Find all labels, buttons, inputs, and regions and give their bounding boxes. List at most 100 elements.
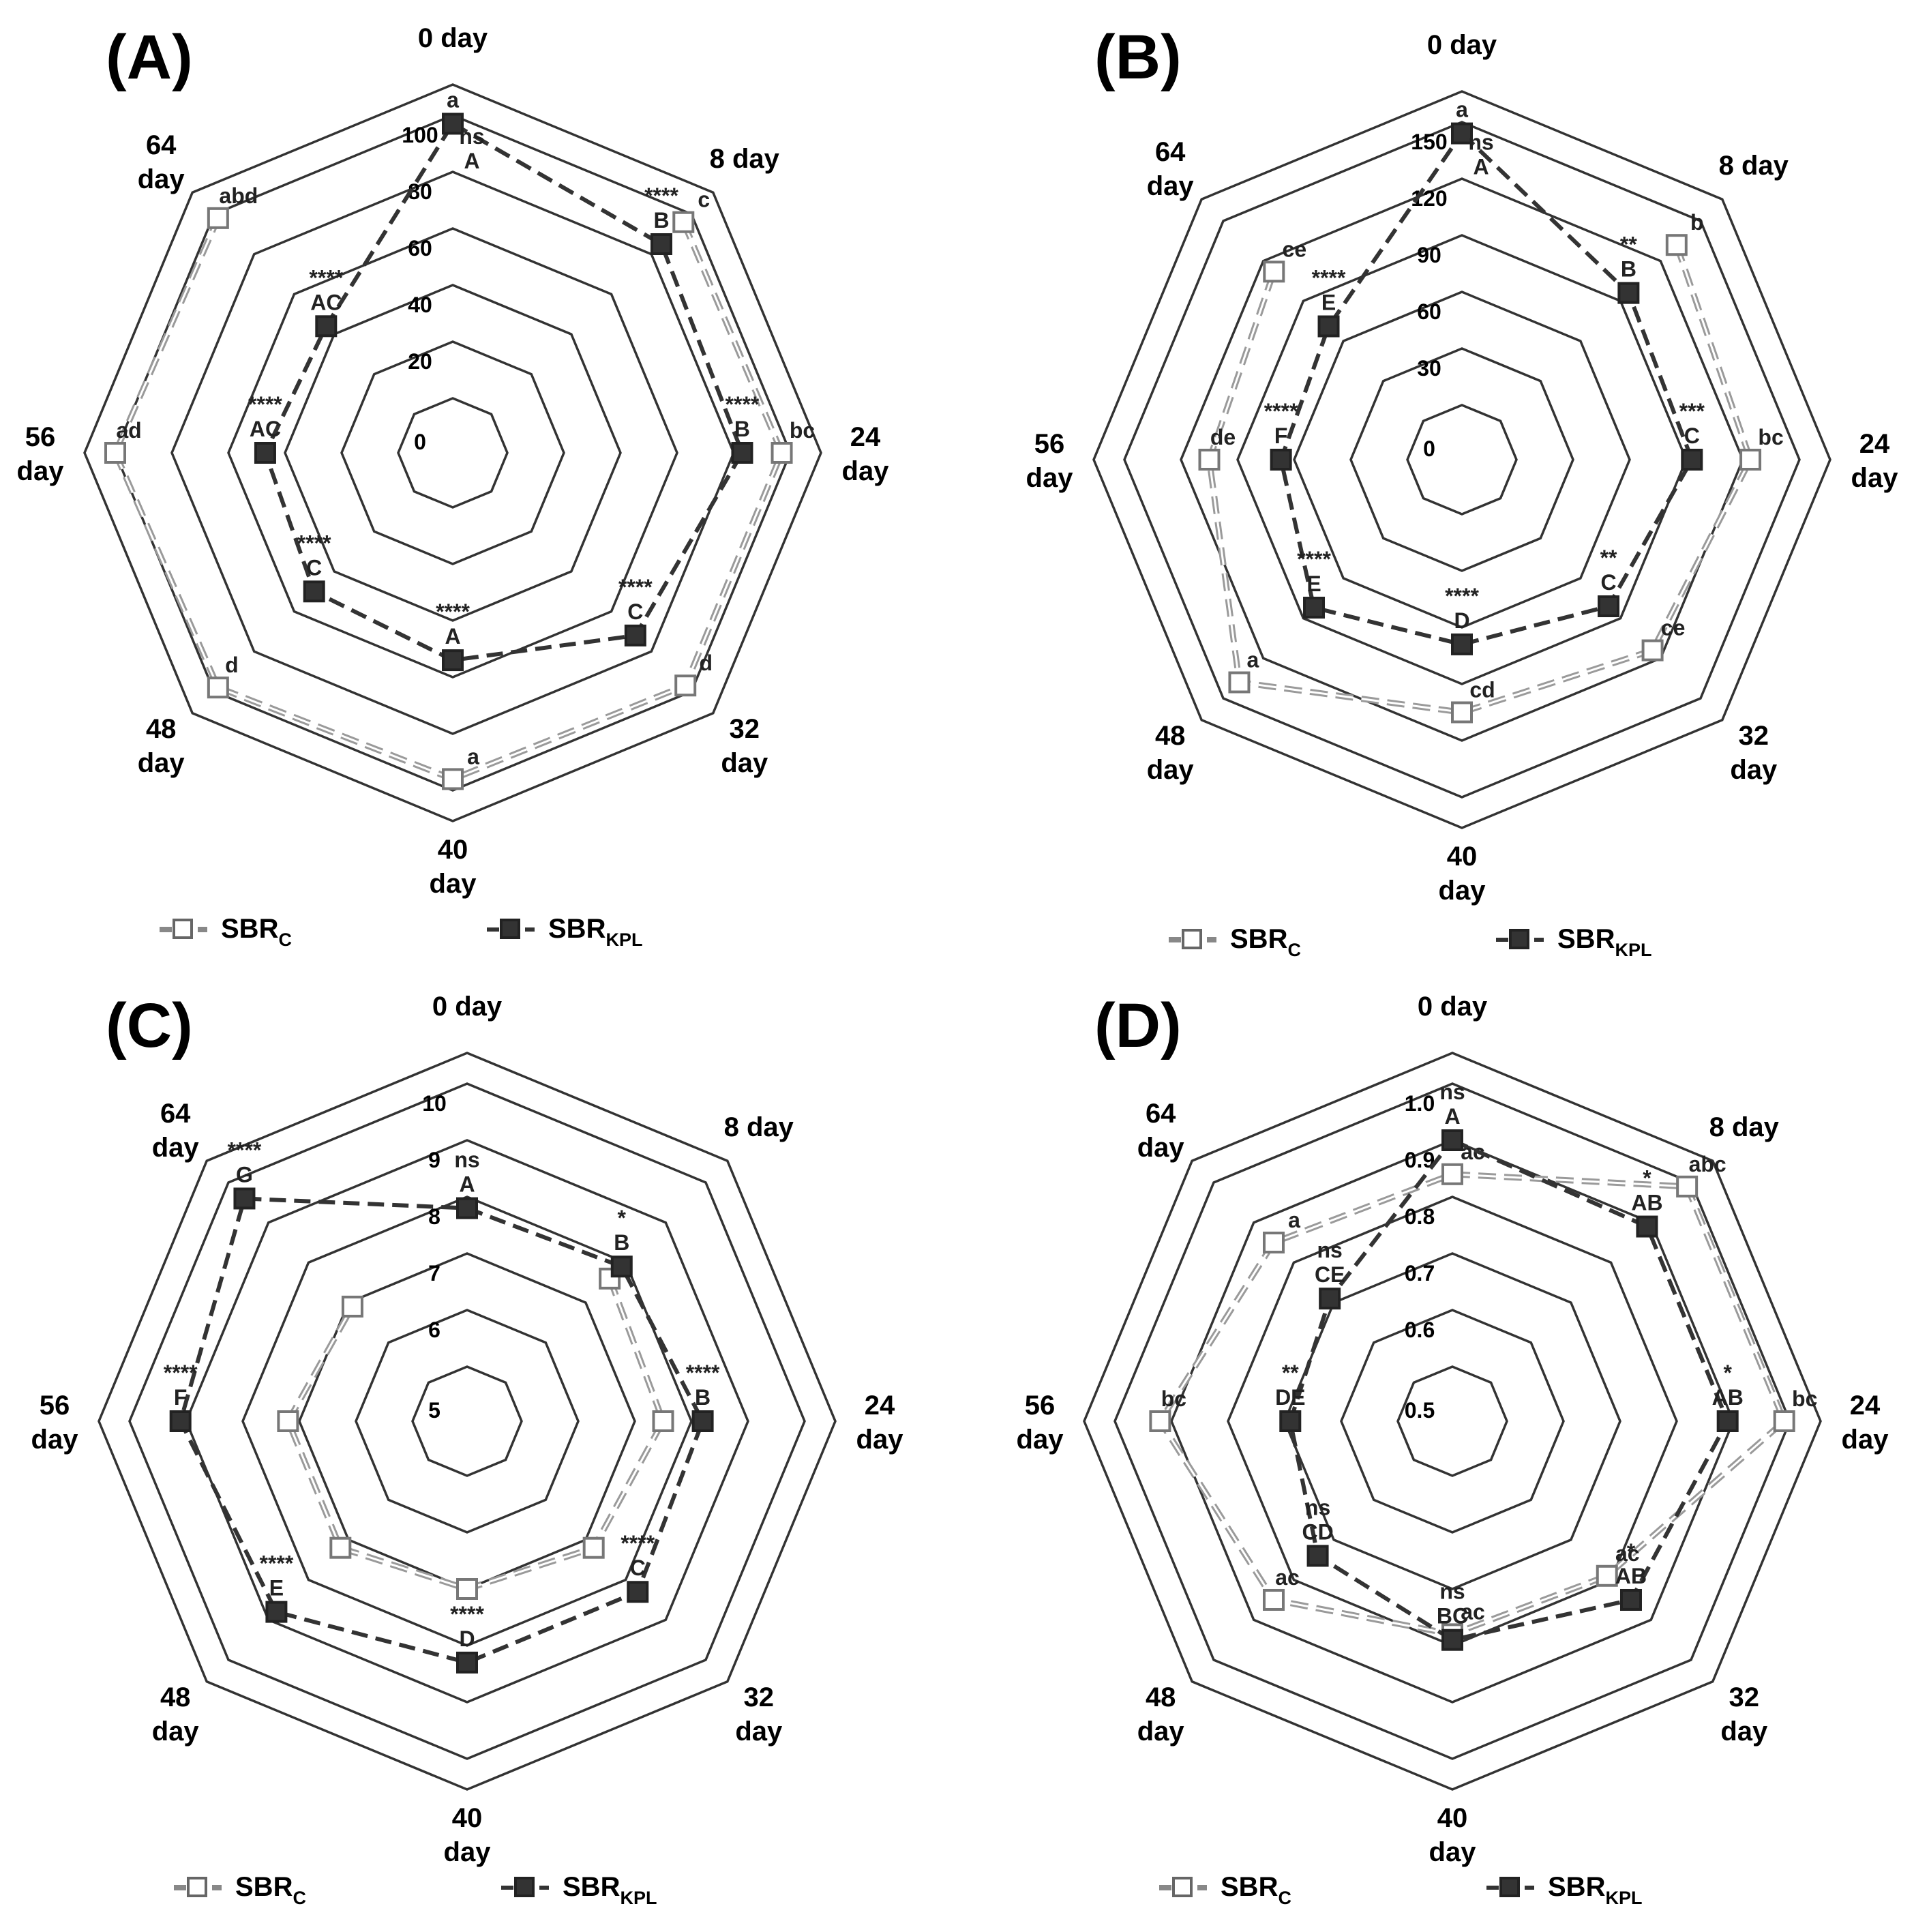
- label-sbr-kpl: ****C: [620, 1531, 655, 1580]
- tick-label: 150: [1411, 130, 1447, 154]
- tick-label: 0.8: [1405, 1204, 1435, 1229]
- legend-swatch-marker: [1499, 1877, 1520, 1897]
- marker-sbr-kpl: [1716, 1410, 1739, 1432]
- label-sbr-kpl: a: [447, 87, 459, 112]
- marker-sbr-kpl: [691, 1410, 714, 1432]
- marker-sbr-kpl: [731, 442, 753, 464]
- tick-label: 0.7: [1405, 1261, 1435, 1285]
- grid-ring: [1113, 1082, 1791, 1760]
- grid-ring: [1236, 234, 1688, 685]
- label-sbr-c: bc: [1792, 1386, 1817, 1411]
- marker-sbr-c: [674, 674, 697, 697]
- label-sbr-c: a: [1247, 648, 1259, 672]
- tick-label: 0.6: [1405, 1318, 1435, 1342]
- marker-sbr-c: [341, 1295, 363, 1318]
- series-line-sbr-c-inner: [1158, 1173, 1786, 1635]
- legend-label: SBRKPL: [563, 1872, 657, 1908]
- outer-frame: [1083, 1052, 1822, 1791]
- legend-swatch-marker: [173, 919, 193, 939]
- day-label: 0 day: [1427, 30, 1497, 60]
- label-sbr-kpl: *AB: [1712, 1361, 1744, 1410]
- marker-sbr-kpl: [1619, 1588, 1642, 1611]
- marker-sbr-c: [1739, 449, 1762, 471]
- label-sbr-kpl: *B: [614, 1206, 629, 1255]
- marker-sbr-c: [277, 1410, 299, 1432]
- marker-sbr-kpl: [1681, 449, 1703, 471]
- outer-frame: [98, 1052, 837, 1791]
- tick-label: 8: [428, 1204, 440, 1229]
- label-sbr-kpl: ****B: [644, 183, 678, 233]
- tick-label: 9: [428, 1148, 440, 1172]
- label-sbr-c: c: [698, 188, 710, 212]
- marker-sbr-c: [1676, 1175, 1699, 1198]
- label-sbr-c: cd: [1469, 678, 1495, 702]
- marker-sbr-c: [207, 207, 229, 229]
- legend-swatch-marker: [187, 1877, 207, 1897]
- panel-letter: (A): [106, 23, 193, 92]
- series-line-sbr-kpl: [178, 1196, 705, 1665]
- tick-label: 5: [428, 1398, 440, 1423]
- marker-sbr-c: [1665, 234, 1688, 256]
- grid-ring: [128, 1082, 806, 1760]
- legend-sbr-kpl: SBRKPL: [501, 1872, 657, 1908]
- marker-sbr-c: [456, 1578, 478, 1600]
- legend-swatch-marker: [1172, 1877, 1193, 1897]
- grid-ring: [1349, 347, 1574, 572]
- day-label: 8 day: [1709, 1112, 1780, 1142]
- grid-ring: [397, 397, 509, 509]
- legend-sbr-c: SBRC: [1159, 1872, 1291, 1908]
- marker-sbr-c: [1149, 1410, 1171, 1432]
- label-sbr-c: d: [225, 653, 239, 677]
- label-sbr-c: bc: [1758, 425, 1783, 449]
- legend-sbr-kpl: SBRKPL: [487, 914, 642, 950]
- day-label: 8 day: [710, 144, 780, 174]
- marker-sbr-kpl: [442, 649, 464, 672]
- label-sbr-c: bc: [1161, 1386, 1186, 1411]
- marker-sbr-kpl: [1451, 633, 1473, 655]
- marker-sbr-c: [1441, 1163, 1463, 1185]
- grid-ring: [1293, 291, 1631, 629]
- marker-sbr-c: [1596, 1564, 1618, 1587]
- label-sbr-kpl: ****E: [260, 1551, 294, 1601]
- grid-ring: [227, 227, 678, 679]
- tick-label: 0.5: [1405, 1398, 1435, 1423]
- grid-ring: [1180, 177, 1744, 742]
- marker-sbr-kpl: [610, 1255, 633, 1278]
- series-line-sbr-kpl: [1288, 1138, 1731, 1642]
- marker-sbr-kpl: [456, 1197, 478, 1219]
- tick-label: 0: [1423, 436, 1435, 461]
- label-sbr-kpl: **DE: [1275, 1361, 1305, 1410]
- panel-letter: (B): [1094, 23, 1182, 92]
- tick-label: 30: [1417, 356, 1441, 381]
- label-sbr-c: ce: [1661, 616, 1686, 640]
- legend-sbr-c: SBRC: [160, 914, 292, 950]
- label-sbr-kpl: *AB: [1615, 1539, 1647, 1588]
- marker-sbr-kpl: [1306, 1545, 1329, 1567]
- tick-label: 7: [428, 1261, 440, 1285]
- marker-sbr-c: [1263, 261, 1285, 283]
- label-sbr-c: ac: [1275, 1565, 1300, 1590]
- label-sbr-kpl: ****C: [618, 575, 653, 624]
- marker-sbr-kpl: [1598, 595, 1620, 618]
- marker-sbr-kpl: [169, 1410, 192, 1432]
- legend-sbr-c: SBRC: [174, 1872, 306, 1908]
- day-label: 0 day: [432, 992, 503, 1022]
- day-label: 0 day: [418, 23, 488, 53]
- marker-sbr-c: [1263, 1588, 1285, 1611]
- marker-sbr-c: [1451, 701, 1473, 724]
- grid-ring: [241, 1195, 693, 1647]
- label-sbr-kpl: a: [1456, 98, 1468, 122]
- day-label: 8 day: [724, 1112, 794, 1142]
- series-line-sbr-c: [1206, 243, 1754, 716]
